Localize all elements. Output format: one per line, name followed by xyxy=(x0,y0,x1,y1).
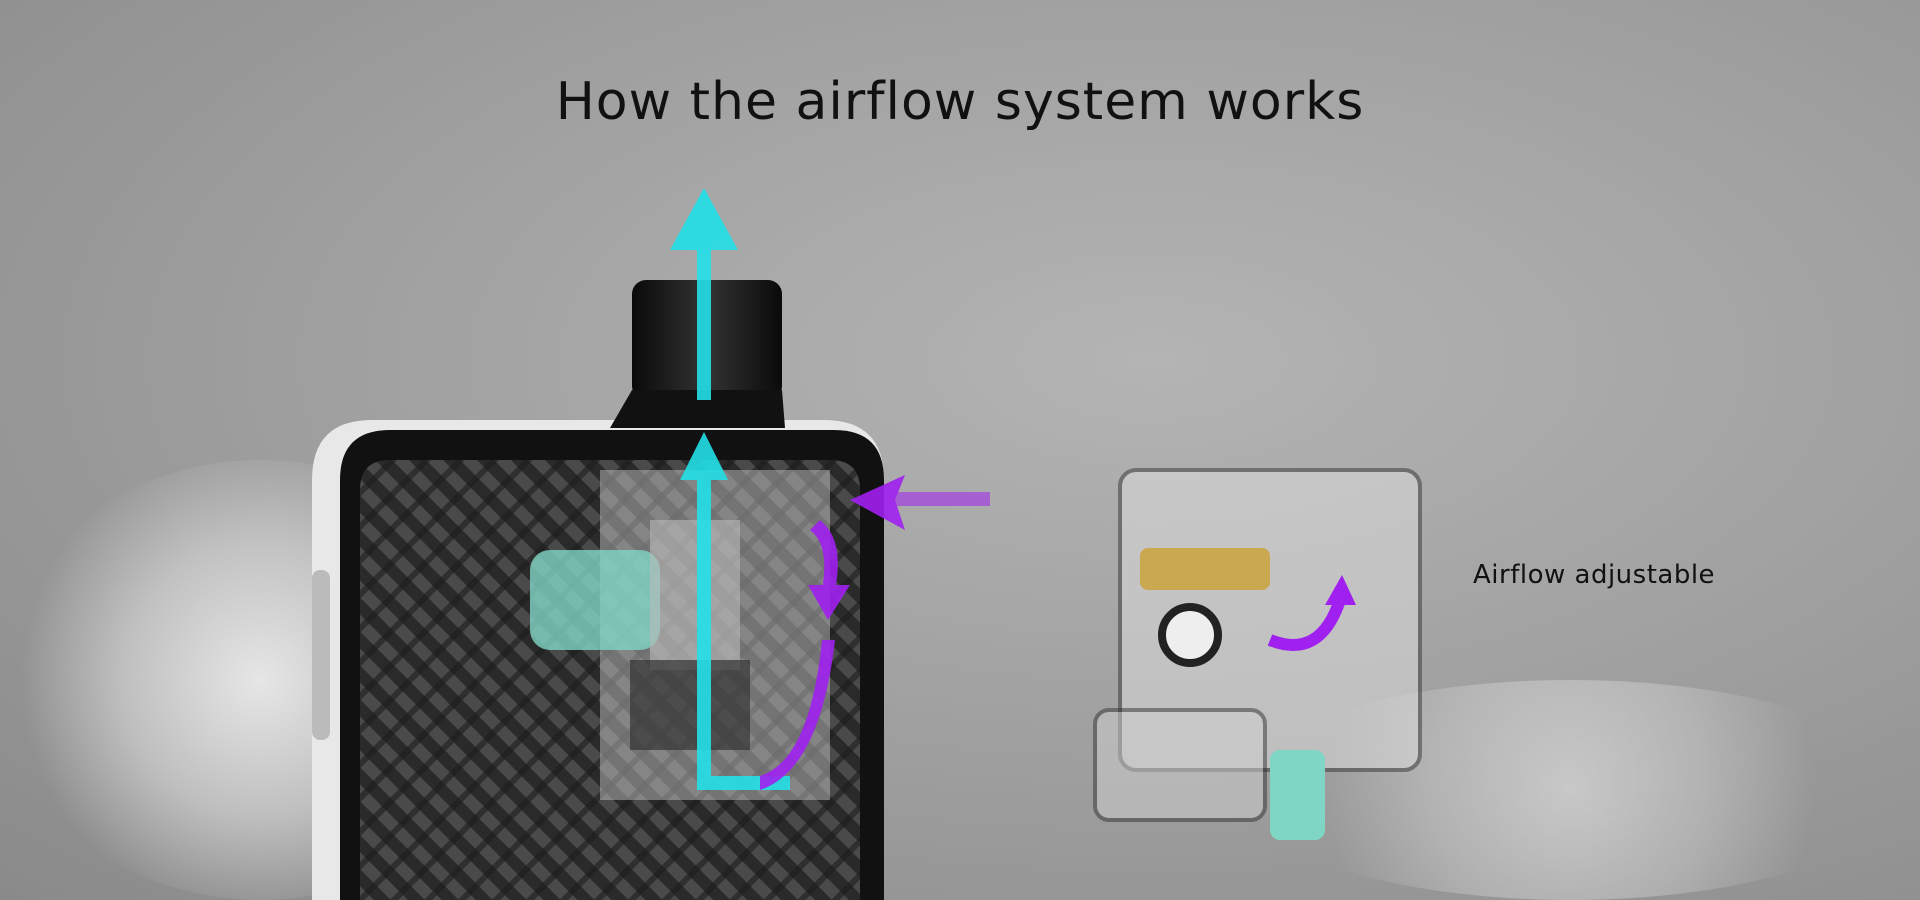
device-body xyxy=(312,420,884,900)
airflow-adjustable-callout: Airflow adjustable xyxy=(1473,560,1716,590)
pod-cartridge xyxy=(1093,468,1422,840)
page-title: How the airflow system works xyxy=(555,72,1365,132)
inflow-arrow xyxy=(760,475,990,790)
outflow-arrow xyxy=(670,188,790,790)
